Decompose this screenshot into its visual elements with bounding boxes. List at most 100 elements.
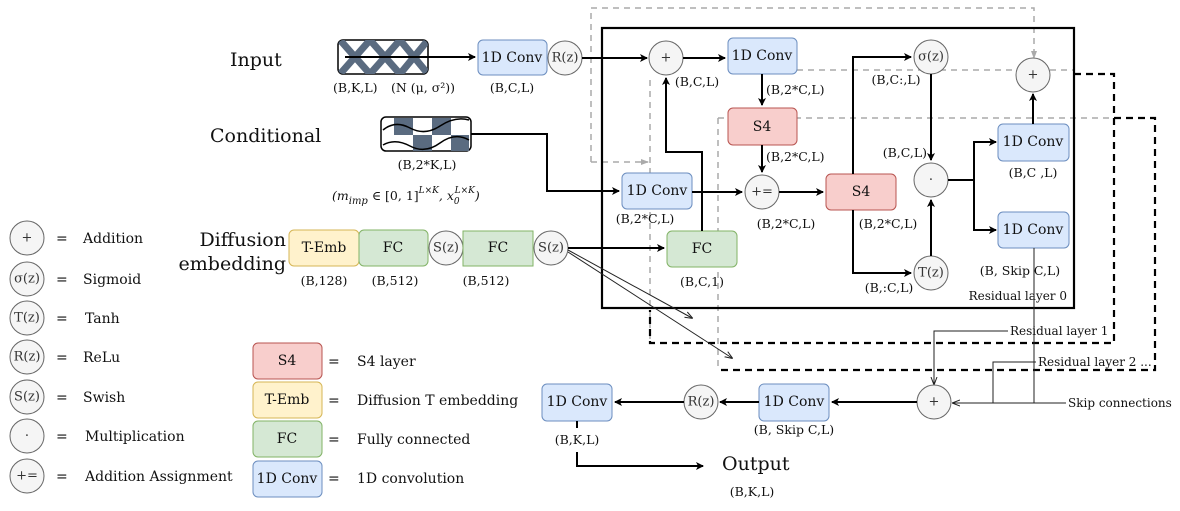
legend-eq: = bbox=[328, 471, 340, 487]
sigmoid-shape: (B,C:,L) bbox=[872, 72, 921, 87]
legend-conv-label: 1D convolution bbox=[357, 471, 464, 487]
skip-conv-shape: (B, Skip C,L) bbox=[980, 263, 1060, 278]
fc-1-label: FC bbox=[383, 240, 403, 256]
add-assign-label: += bbox=[751, 185, 773, 200]
fc-res-shape: (B,C,1) bbox=[680, 274, 724, 289]
legend-addition-assignment-symbol: += bbox=[16, 469, 38, 484]
legend: + σ(z) T(z) R(z) S(z) · += = Addition = Si… bbox=[9, 220, 518, 498]
res-out-conv-label: 1D Conv bbox=[1003, 134, 1064, 150]
res-conv-top-label: 1D Conv bbox=[732, 48, 793, 64]
legend-s4-symbol: S4 bbox=[278, 353, 297, 369]
input-conv-block bbox=[477, 39, 548, 76]
res-conv-top-shape: (B,2*C,L) bbox=[766, 82, 825, 97]
add-shape: (B,C,L) bbox=[675, 74, 719, 89]
skip-conv-label: 1D Conv bbox=[1003, 222, 1064, 238]
fc-block-1 bbox=[358, 229, 429, 267]
output-label: Output bbox=[722, 453, 790, 475]
legend-eq: = bbox=[56, 390, 68, 406]
output-shape: (B,K,L) bbox=[730, 484, 775, 499]
legend-addition-label: Addition bbox=[82, 231, 143, 247]
diffusion-label-1: Diffusion bbox=[199, 229, 286, 251]
legend-temb-label: Diffusion T embedding bbox=[357, 393, 518, 409]
legend-relu-label: ReLu bbox=[83, 350, 120, 366]
residual-layer-1-label: Residual layer 1 bbox=[1010, 324, 1108, 338]
input-conv-shape: (B,C,L) bbox=[490, 80, 534, 95]
legend-eq: = bbox=[56, 469, 68, 485]
legend-blocks: S4 T-Emb FC 1D Conv = S4 layer = Diffusion… bbox=[252, 342, 518, 498]
skip-connections-label: Skip connections bbox=[1068, 396, 1172, 410]
t-emb-label: T-Emb bbox=[302, 240, 347, 256]
multiply-label: · bbox=[929, 173, 933, 188]
s4-2-label: S4 bbox=[852, 184, 871, 200]
legend-relu-symbol: R(z) bbox=[14, 350, 41, 365]
conditional-math: (mimp ∈ [0, 1]L×K, x0L×K) bbox=[332, 186, 480, 207]
legend-addition-symbol: + bbox=[22, 231, 33, 246]
final-conv-shape: (B,K,L) bbox=[555, 432, 600, 447]
residual-layer-0-label: Residual layer 0 bbox=[969, 289, 1067, 303]
residual-add-label: + bbox=[1028, 68, 1039, 83]
legend-eq: = bbox=[56, 350, 68, 366]
fc-1-shape: (B,512) bbox=[372, 273, 419, 288]
diffusion-label-2: embedding bbox=[179, 253, 286, 275]
out-conv-label: 1D Conv bbox=[764, 394, 825, 410]
legend-tanh-label: Tanh bbox=[85, 311, 120, 327]
cond-conv-shape: (B,2*C,L) bbox=[616, 211, 675, 226]
legend-sigmoid-symbol: σ(z) bbox=[14, 272, 40, 287]
residual-add-node bbox=[1015, 57, 1051, 93]
out-conv-shape: (B, Skip C,L) bbox=[754, 422, 834, 437]
legend-addition-assignment-label: Addition Assignment bbox=[84, 469, 233, 485]
legend-swish-label: Swish bbox=[83, 390, 125, 406]
legend-sigmoid-label: Sigmoid bbox=[83, 272, 141, 288]
fc-block-2 bbox=[462, 230, 534, 267]
legend-eq: = bbox=[56, 231, 68, 247]
swish-2-label: S(z) bbox=[538, 241, 564, 256]
legend-temb-symbol: T-Emb bbox=[265, 392, 310, 408]
swish-1-label: S(z) bbox=[433, 241, 459, 256]
input-conv-label: 1D Conv bbox=[482, 50, 543, 66]
legend-conv-symbol: 1D Conv bbox=[257, 471, 318, 487]
legend-multiplication-label: Multiplication bbox=[85, 429, 185, 445]
add-label: + bbox=[661, 51, 672, 66]
legend-eq: = bbox=[328, 393, 340, 409]
legend-tanh-symbol: T(z) bbox=[14, 311, 40, 326]
s4-2-shape: (B,2*C,L) bbox=[859, 216, 918, 231]
final-conv-label: 1D Conv bbox=[547, 394, 608, 410]
s4-1-label: S4 bbox=[753, 119, 772, 135]
s4-1-shape: (B,2*C,L) bbox=[766, 149, 825, 164]
tanh-shape: (B,:C,L) bbox=[865, 280, 914, 295]
legend-eq: = bbox=[56, 429, 68, 445]
relu-label: R(z) bbox=[552, 51, 579, 66]
out-relu-label: R(z) bbox=[688, 395, 715, 410]
legend-eq: = bbox=[56, 272, 68, 288]
conditional-label: Conditional bbox=[210, 125, 321, 147]
input-label: Input bbox=[230, 49, 282, 71]
t-emb-shape: (B,128) bbox=[301, 273, 348, 288]
fc-2-shape: (B,512) bbox=[463, 273, 510, 288]
residual-layer-2-label: Residual layer 2 ... bbox=[1038, 355, 1152, 369]
legend-eq: = bbox=[328, 432, 340, 448]
legend-swish-symbol: S(z) bbox=[14, 390, 40, 405]
conditional-mask-image bbox=[380, 116, 472, 152]
fc-2-label: FC bbox=[488, 240, 508, 256]
conditional-shape: (B,2*K,L) bbox=[398, 157, 457, 172]
input-shape: (B,K,L) bbox=[333, 80, 378, 95]
legend-s4-label: S4 layer bbox=[357, 354, 416, 370]
s4-block-2 bbox=[825, 173, 897, 211]
legend-multiplication-symbol: · bbox=[25, 429, 29, 444]
input-distribution: (N (μ, σ²)) bbox=[391, 80, 455, 95]
legend-ops: + σ(z) T(z) R(z) S(z) · += = Addition = Si… bbox=[9, 220, 233, 494]
legend-eq: = bbox=[56, 311, 68, 327]
legend-eq: = bbox=[328, 354, 340, 370]
add-assign-shape: (B,2*C,L) bbox=[757, 216, 816, 231]
tanh-label: T(z) bbox=[918, 266, 944, 281]
skip-sum-label: + bbox=[929, 395, 940, 410]
sigmoid-label: σ(z) bbox=[918, 50, 944, 65]
legend-fc-symbol: FC bbox=[277, 431, 297, 447]
fc-res-label: FC bbox=[692, 241, 712, 257]
legend-fc-label: Fully connected bbox=[357, 432, 470, 448]
residual-layer-0-box bbox=[600, 26, 1076, 310]
mul-input-shape: (B,C,L) bbox=[883, 145, 927, 160]
cond-conv-label: 1D Conv bbox=[627, 183, 688, 199]
res-out-conv-shape: (B,C ,L) bbox=[1009, 165, 1058, 180]
